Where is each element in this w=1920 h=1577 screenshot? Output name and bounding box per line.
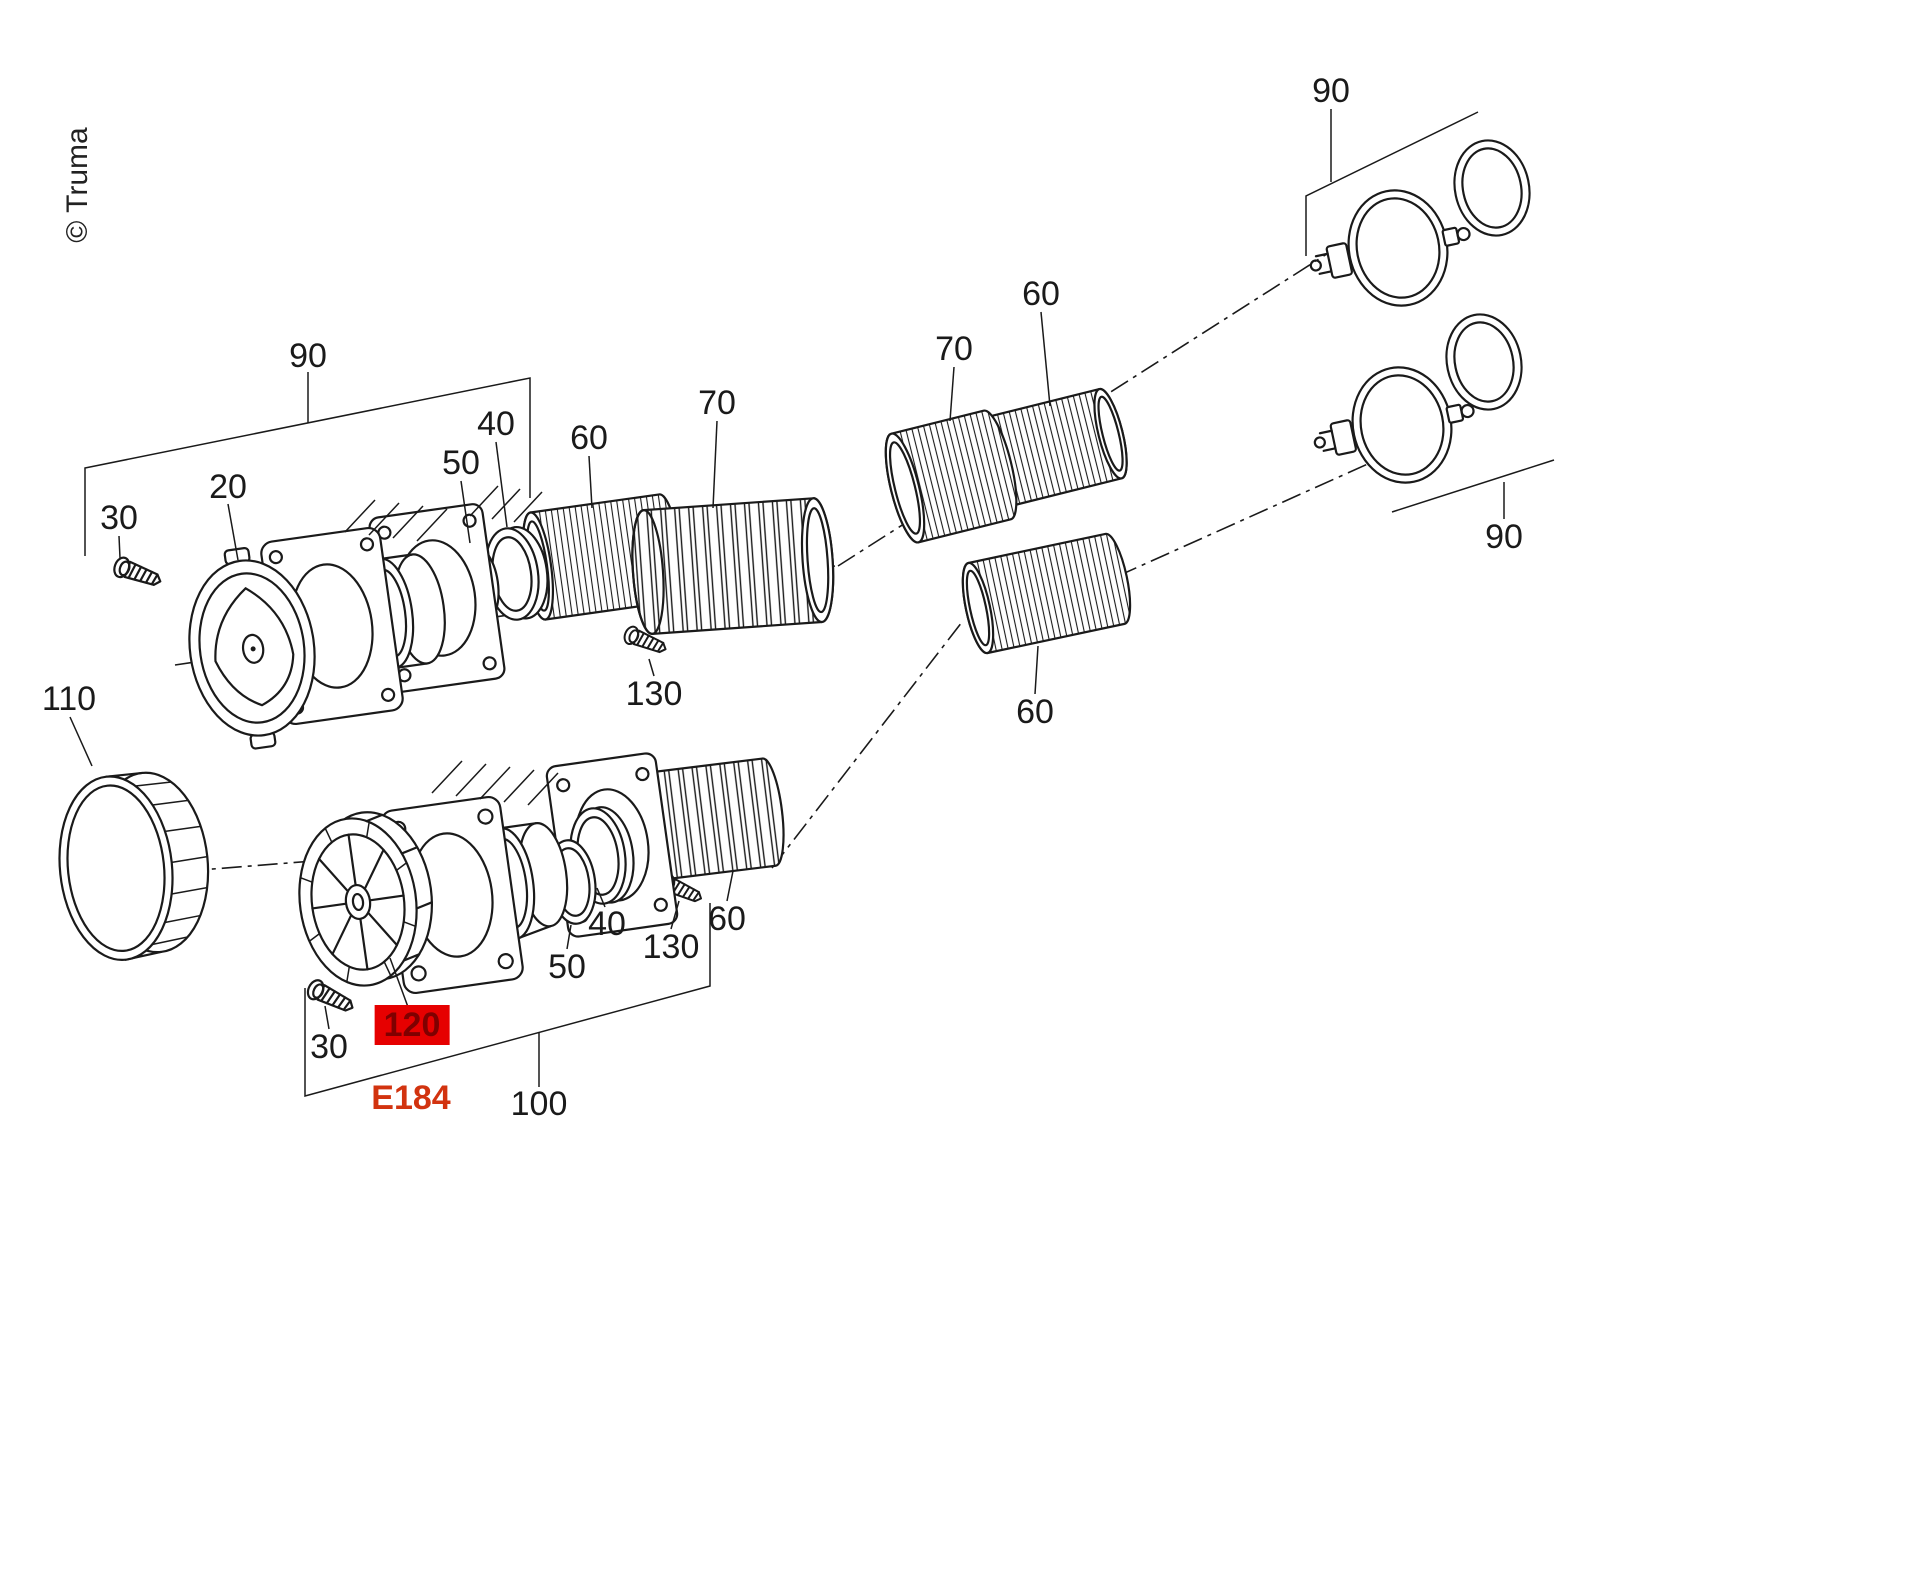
- part-40-collar-bottom: [569, 806, 635, 905]
- group-brackets: [84, 111, 1555, 1097]
- part-label-40-top: 40: [477, 405, 515, 443]
- part-label-40-bottom: 40: [588, 905, 626, 943]
- part-120-impeller: [298, 811, 434, 987]
- part-label-70-right: 70: [935, 330, 973, 368]
- part-20-fan-housing: [188, 546, 316, 750]
- part-label-130-bottom: 130: [642, 928, 700, 966]
- part-70-hose-piece-upper-right: [884, 409, 1018, 544]
- part-label-70-top: 70: [698, 384, 736, 422]
- part-label-60-bottom: 60: [708, 900, 746, 938]
- part-label-110: 110: [41, 680, 97, 718]
- part-60-hose-piece-lower-right: [961, 532, 1132, 655]
- part-label-50-top: 50: [442, 444, 480, 482]
- part-label-90-top-right: 90: [1312, 72, 1350, 110]
- part-label-120-highlighted[interactable]: 120: [374, 1005, 450, 1045]
- diagram-code-label: E184: [371, 1079, 451, 1117]
- wall-hatching-top: [344, 485, 543, 542]
- part-110-cover-cap: [58, 771, 210, 961]
- part-label-90-right: 90: [1485, 518, 1523, 556]
- part-label-30-top: 30: [100, 499, 138, 537]
- label-leader-lines: [69, 109, 1505, 1087]
- part-90-seal-ring-upper: [1444, 132, 1540, 244]
- part-label-60-right-top: 60: [1022, 275, 1060, 313]
- part-label-60-right-bottom: 60: [1016, 693, 1054, 731]
- part-label-50-bottom: 50: [548, 948, 586, 986]
- part-label-30-bottom: 30: [310, 1028, 348, 1066]
- part-label-100: 100: [510, 1085, 568, 1123]
- part-label-90-top-left: 90: [289, 337, 327, 375]
- wall-hatching-bottom: [431, 760, 559, 806]
- part-label-130-top: 130: [625, 675, 683, 713]
- copyright-text: © Truma: [61, 127, 94, 243]
- part-label-20: 20: [209, 468, 247, 506]
- part-90-clamp-upper: [1297, 174, 1483, 325]
- part-30-screw-top: [110, 554, 165, 592]
- part-label-60-top: 60: [570, 419, 608, 457]
- part-70-outer-hose-top: [631, 497, 835, 635]
- part-90-seal-ring-lower: [1436, 306, 1532, 418]
